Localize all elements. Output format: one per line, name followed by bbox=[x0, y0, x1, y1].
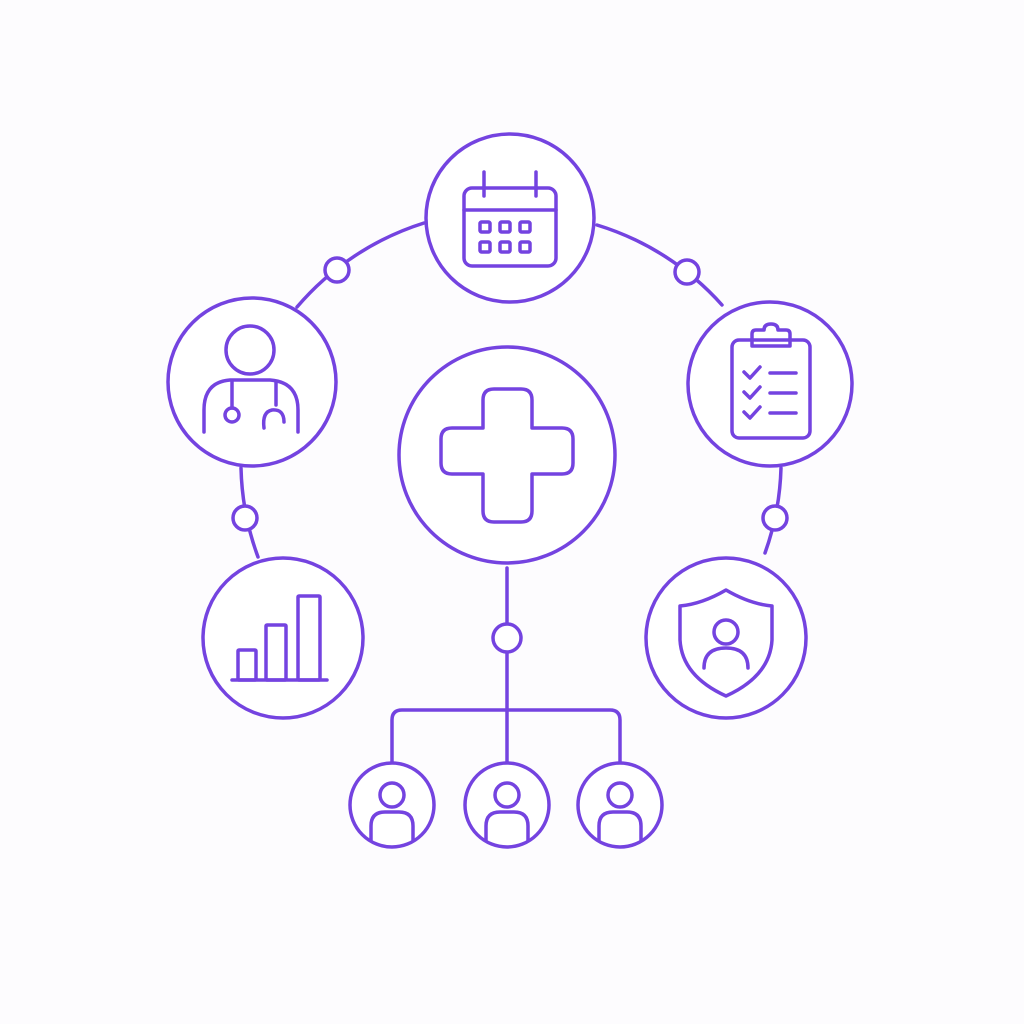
arc-calendar-clipboard bbox=[595, 223, 724, 307]
ring-node-doctor bbox=[166, 296, 338, 468]
doctor-node-circle bbox=[166, 296, 338, 468]
center-node-circle bbox=[397, 345, 617, 565]
joint-trunk bbox=[491, 622, 523, 654]
joint-doctor-calendar bbox=[323, 256, 351, 284]
bar-chart-icon bbox=[230, 594, 329, 682]
person-2-node-circle bbox=[463, 761, 551, 849]
child-node-person-3 bbox=[576, 761, 664, 849]
child-node-person-1 bbox=[348, 761, 436, 849]
person-icon bbox=[369, 781, 415, 842]
shield-user-node-circle bbox=[644, 556, 808, 720]
clipboard-checklist-icon bbox=[730, 322, 812, 440]
calendar-node-circle bbox=[424, 132, 596, 304]
doctor-stethoscope-icon bbox=[202, 324, 300, 434]
joint-clipboard-shield bbox=[761, 504, 789, 532]
shield-user-icon bbox=[678, 588, 774, 698]
child-node-person-2 bbox=[463, 761, 551, 849]
person-1-node-circle bbox=[348, 761, 436, 849]
ring-node-clipboard bbox=[686, 300, 854, 468]
arc-doctor-calendar bbox=[295, 221, 426, 309]
ring-node-calendar bbox=[424, 132, 596, 304]
person-icon bbox=[597, 781, 643, 842]
medical-cross-icon bbox=[439, 387, 575, 524]
calendar-icon bbox=[462, 170, 558, 268]
person-3-node-circle bbox=[576, 761, 664, 849]
tree-connectors bbox=[390, 566, 622, 769]
joint-doctor-chart bbox=[231, 504, 259, 532]
ring-node-bar-chart bbox=[201, 556, 365, 720]
joint-calendar-clipboard bbox=[673, 258, 701, 286]
ring-node-shield-user bbox=[644, 556, 808, 720]
ring-joints bbox=[231, 256, 789, 654]
person-icon bbox=[484, 781, 530, 842]
center-node bbox=[397, 345, 617, 565]
branch-bar bbox=[390, 708, 622, 769]
bar-chart-node-circle bbox=[201, 556, 365, 720]
clipboard-node-circle bbox=[686, 300, 854, 468]
